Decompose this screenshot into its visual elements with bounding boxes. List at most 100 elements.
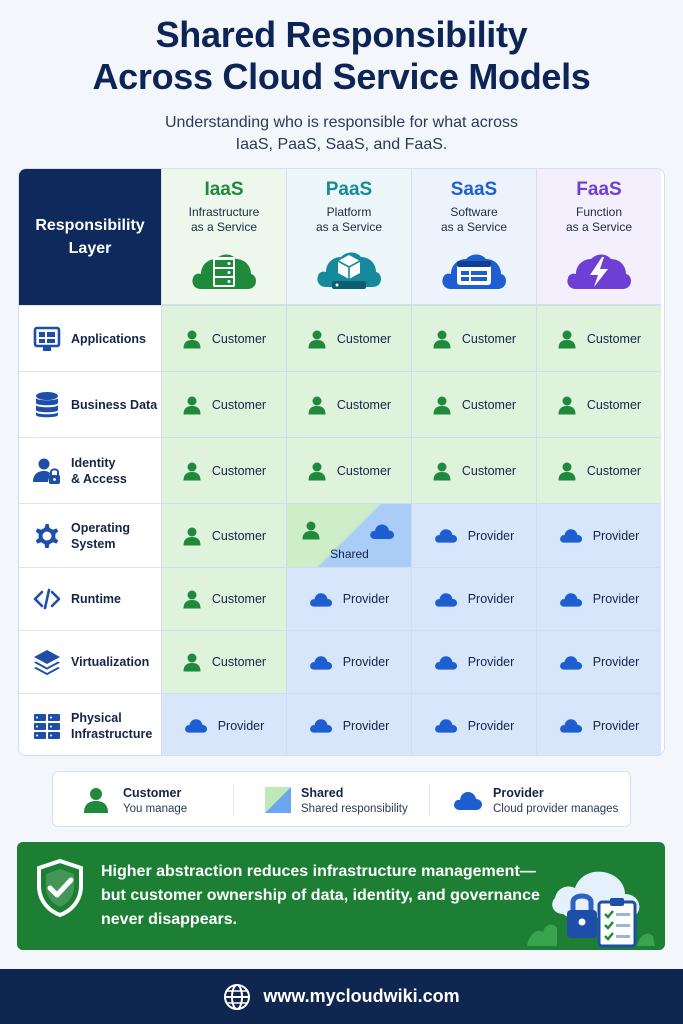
model-name-line-1: Software — [450, 205, 498, 219]
cloud-icon — [434, 527, 458, 544]
row-label: Runtime — [19, 567, 161, 630]
cloud-icon — [559, 527, 583, 544]
row-label: Business Data — [19, 371, 161, 437]
responsibility-cell-provider: Provider — [161, 693, 286, 755]
cloud-icon — [559, 717, 583, 734]
row-label-text: Virtualization — [71, 654, 149, 670]
responsibility-cell-customer: Customer — [536, 437, 661, 503]
person-icon — [182, 589, 202, 609]
cell-label: Provider — [342, 718, 390, 733]
globe-icon — [224, 983, 251, 1010]
responsibility-cell-provider: Provider — [536, 567, 661, 630]
model-name-line-2: as a Service — [315, 220, 383, 234]
legend-shared-desc: Shared responsibility — [301, 802, 408, 815]
cell-label: Provider — [467, 528, 515, 543]
row-label-text: Business Data — [71, 397, 157, 413]
cell-label: Customer — [211, 655, 267, 669]
row-label-line-2: & Access — [71, 471, 127, 486]
cloud-icon — [434, 591, 458, 608]
banner-message: Higher abstraction reduces infrastructur… — [101, 863, 540, 928]
cell-label: Provider — [467, 718, 515, 733]
applications-icon — [33, 325, 61, 353]
responsibility-cell-customer: Customer — [161, 305, 286, 371]
row-label-line-1: Applications — [71, 331, 147, 346]
server-rack-icon — [33, 712, 61, 740]
cell-label: Customer — [211, 463, 267, 478]
cloud-icon — [309, 654, 333, 671]
legend-provider: Provider Cloud provider manages — [453, 772, 618, 828]
cloud-icon — [559, 654, 583, 671]
person-icon — [307, 461, 327, 481]
cell-label: Provider — [592, 655, 640, 669]
row-label-text: Identity& Access — [71, 455, 127, 487]
cloud-icon — [184, 717, 208, 734]
takeaway-banner: Higher abstraction reduces infrastructur… — [17, 842, 665, 950]
cell-label: Customer — [336, 331, 392, 346]
subtitle-line-2: IaaS, PaaS, SaaS, and FaaS. — [235, 136, 448, 153]
cloud-security-checklist-icon — [527, 871, 655, 948]
responsibility-cell-customer: Customer — [536, 305, 661, 371]
database-icon — [33, 391, 61, 419]
cell-label: Customer — [586, 397, 642, 412]
person-icon — [182, 652, 202, 672]
responsibility-cell-shared: Shared — [286, 503, 411, 567]
layer-header: Responsibility Layer — [19, 169, 161, 305]
model-name-line-2: as a Service — [440, 220, 508, 234]
person-icon — [182, 526, 202, 546]
cell-label: Customer — [211, 331, 267, 346]
responsibility-cell-customer: Customer — [161, 567, 286, 630]
function-cloud-icon — [567, 254, 631, 289]
person-icon — [557, 395, 577, 415]
responsibility-cell-provider: Provider — [536, 630, 661, 693]
cell-label: Customer — [336, 397, 392, 412]
person-icon — [307, 395, 327, 415]
legend-customer-desc: You manage — [123, 802, 188, 815]
server-cloud-icon — [192, 254, 256, 289]
cell-label: Provider — [592, 528, 640, 543]
cell-label: Provider — [467, 655, 515, 669]
responsibility-cell-customer: Customer — [286, 305, 411, 371]
legend-customer-title: Customer — [123, 785, 182, 800]
person-icon — [432, 461, 452, 481]
cloud-icon — [559, 591, 583, 608]
footer: www.mycloudwiki.com — [0, 969, 683, 1024]
person-icon — [307, 329, 327, 349]
person-icon — [182, 329, 202, 349]
model-abbr: PaaS — [325, 179, 373, 200]
row-label-line-2: Infrastructure — [71, 726, 153, 741]
responsibility-cell-customer: Customer — [161, 630, 286, 693]
model-name-line-1: Platform — [326, 205, 372, 219]
legend-provider-title: Provider — [493, 785, 544, 800]
footer-website-link[interactable]: www.mycloudwiki.com — [263, 986, 460, 1006]
responsibility-cell-customer: Customer — [286, 437, 411, 503]
row-label: Applications — [19, 305, 161, 371]
row-label-text: Applications — [71, 331, 146, 347]
legend-divider — [429, 784, 430, 816]
responsibility-cell-customer: Customer — [536, 371, 661, 437]
responsibility-cell-provider: Provider — [286, 693, 411, 755]
model-name-line-2: as a Service — [190, 220, 258, 234]
cell-label: Provider — [342, 655, 390, 669]
cloud-icon — [434, 654, 458, 671]
responsibility-cell-provider: Provider — [286, 630, 411, 693]
provider-cloud-icon — [454, 792, 482, 810]
cell-label: Customer — [586, 463, 642, 478]
cell-label: Provider — [467, 592, 515, 606]
cell-label: Provider — [342, 592, 390, 606]
customer-person-icon — [84, 788, 108, 813]
cell-label: Customer — [336, 463, 392, 478]
identity-lock-icon — [33, 457, 61, 485]
cell-label: Customer — [211, 397, 267, 412]
responsibility-cell-customer: Customer — [411, 305, 536, 371]
legend-customer: Customer You manage — [83, 772, 187, 828]
cell-label: Customer — [461, 397, 517, 412]
cloud-icon — [369, 522, 395, 540]
cell-label: Customer — [211, 592, 267, 606]
